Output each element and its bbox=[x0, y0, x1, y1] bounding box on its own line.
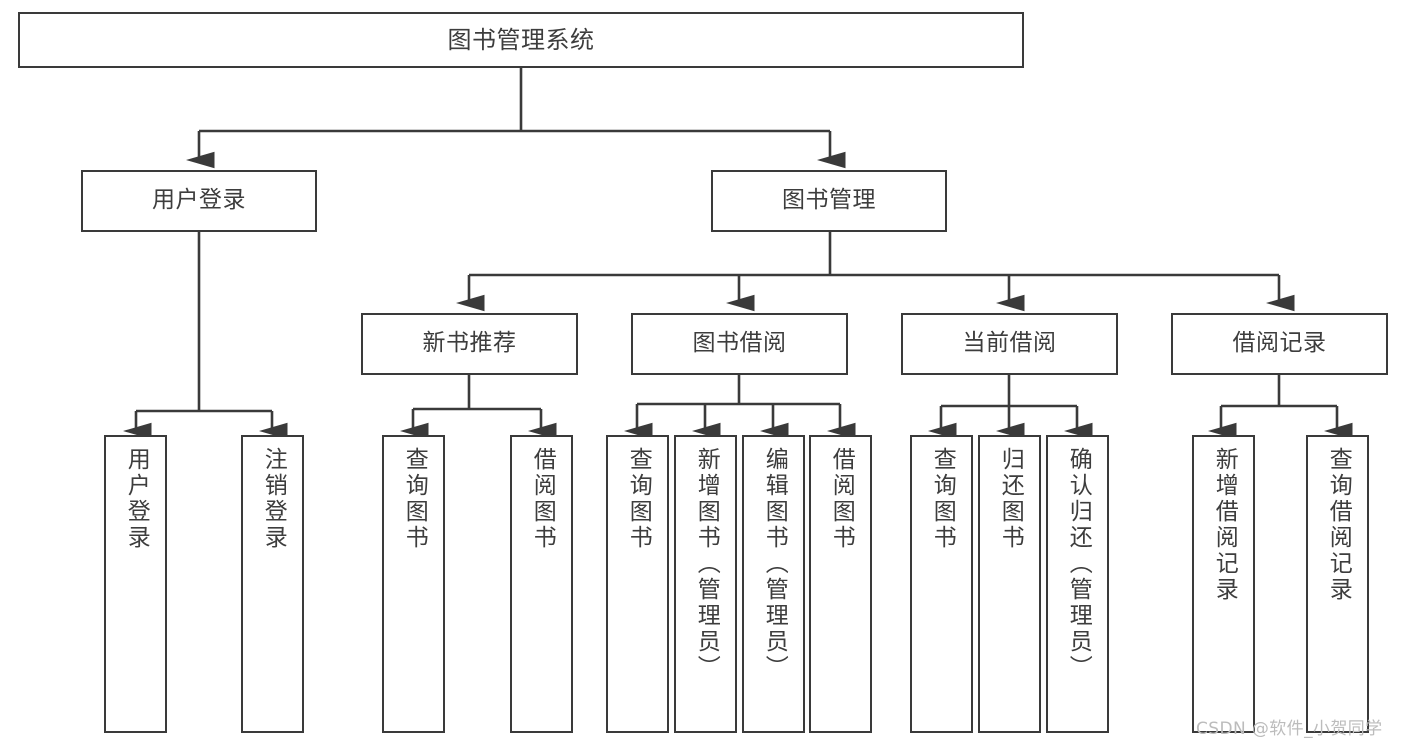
node-label: 当前借阅 bbox=[962, 330, 1057, 357]
leaf-record-query-record[interactable]: 查询借阅记录 bbox=[1306, 435, 1369, 733]
node-label: 查询图书 bbox=[625, 447, 652, 551]
leaf-borrow-edit-book-admin[interactable]: 编辑图书（管理员） bbox=[742, 435, 805, 733]
node-label: 用户登录 bbox=[152, 187, 246, 214]
node-label: 借阅图书 bbox=[529, 447, 556, 551]
node-label: 查询图书 bbox=[401, 447, 428, 551]
leaf-current-query-book[interactable]: 查询图书 bbox=[910, 435, 973, 733]
leaf-user-login-logout[interactable]: 注销登录 bbox=[241, 435, 304, 733]
node-label: 借阅记录 bbox=[1232, 330, 1327, 357]
node-label: 编辑图书（管理员） bbox=[761, 447, 788, 681]
leaf-borrow-add-book-admin[interactable]: 新增图书（管理员） bbox=[674, 435, 737, 733]
leaf-current-return-book[interactable]: 归还图书 bbox=[978, 435, 1041, 733]
node-label: 新增借阅记录 bbox=[1211, 447, 1238, 603]
node-label: 确认归还（管理员） bbox=[1065, 447, 1092, 681]
leaf-record-add-record[interactable]: 新增借阅记录 bbox=[1192, 435, 1255, 733]
leaf-recommend-query-book[interactable]: 查询图书 bbox=[382, 435, 445, 733]
leaf-borrow-query-book[interactable]: 查询图书 bbox=[606, 435, 669, 733]
node-label: 注销登录 bbox=[260, 447, 287, 551]
node-label: 图书管理 bbox=[782, 187, 876, 214]
node-book-management[interactable]: 图书管理 bbox=[711, 170, 947, 232]
node-label: 查询借阅记录 bbox=[1325, 447, 1352, 603]
node-user-login[interactable]: 用户登录 bbox=[81, 170, 317, 232]
node-book-borrow[interactable]: 图书借阅 bbox=[631, 313, 848, 375]
node-label: 图书借阅 bbox=[692, 330, 787, 357]
node-current-borrow[interactable]: 当前借阅 bbox=[901, 313, 1118, 375]
leaf-user-login-login[interactable]: 用户登录 bbox=[104, 435, 167, 733]
node-label: 借阅图书 bbox=[828, 447, 855, 551]
node-label: 归还图书 bbox=[997, 447, 1024, 551]
leaf-current-confirm-return-admin[interactable]: 确认归还（管理员） bbox=[1046, 435, 1109, 733]
node-new-book-recommend[interactable]: 新书推荐 bbox=[361, 313, 578, 375]
node-borrow-record[interactable]: 借阅记录 bbox=[1171, 313, 1388, 375]
node-label: 查询图书 bbox=[929, 447, 956, 551]
node-label: 图书管理系统 bbox=[447, 25, 595, 54]
leaf-borrow-borrow-book[interactable]: 借阅图书 bbox=[809, 435, 872, 733]
watermark-text: CSDN @软件_小贺同学 bbox=[1196, 719, 1383, 739]
node-label: 新增图书（管理员） bbox=[693, 447, 720, 681]
node-label: 用户登录 bbox=[123, 447, 150, 551]
node-label: 新书推荐 bbox=[422, 330, 517, 357]
leaf-recommend-borrow-book[interactable]: 借阅图书 bbox=[510, 435, 573, 733]
node-root-system[interactable]: 图书管理系统 bbox=[18, 12, 1024, 68]
